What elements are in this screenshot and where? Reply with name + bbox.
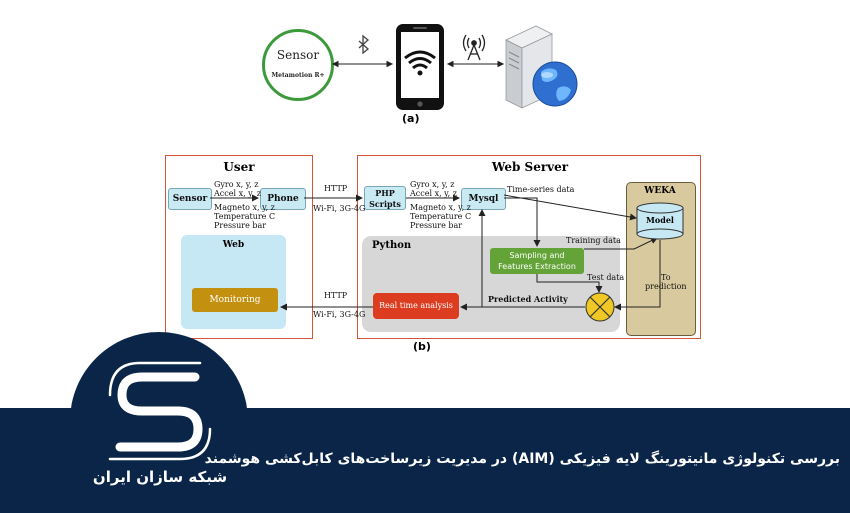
web-panel [181, 235, 286, 329]
http-top-label: HTTP [324, 184, 348, 193]
user-title: User [223, 160, 255, 174]
to-prediction-line-2: prediction [645, 282, 687, 291]
predicted-activity-label: Predicted Activity [488, 294, 568, 304]
user-measure-temperature: Temperature C [214, 212, 276, 221]
logo-disk [70, 332, 248, 510]
test-data-label: Test data [587, 273, 625, 282]
model-cylinder [636, 202, 684, 240]
network-top-label: Wi-Fi, 3G-4G [313, 204, 366, 213]
part-a-graphics [331, 24, 578, 110]
sampling-line-2: Features Extraction [498, 262, 576, 271]
server-measure-gyro: Gyro x, y, z [410, 180, 455, 189]
globe-icon [532, 61, 578, 107]
sampling-line-1: Sampling and [509, 251, 565, 260]
smartphone-wifi-icon [396, 24, 444, 110]
sensor-phone-arrow [331, 60, 394, 68]
server-measure-pressure: Pressure bar [410, 221, 463, 230]
sensor-title: Sensor [276, 48, 320, 62]
banner-title: بررسی تکنولوژی مانیتورینگ لایه فیزیکی (A… [204, 451, 840, 467]
phone-server-arrow [446, 60, 505, 68]
part-b-graphics [210, 194, 684, 322]
web-title: Web [222, 240, 245, 250]
server-measures: Gyro x, y, z Accel x, y, z Magneto x, y,… [410, 180, 471, 230]
phone-node: Phone [260, 188, 306, 210]
part-b-label: (b) [413, 340, 431, 353]
http-bottom-label: HTTP [324, 291, 348, 300]
sensor-circle [262, 29, 334, 101]
antenna-icon [462, 34, 486, 61]
part-a-label: (a) [402, 112, 420, 125]
sampling-features-box: Sampling and Features Extraction [490, 248, 584, 274]
to-prediction-label: To prediction [645, 273, 687, 291]
user-measure-gyro: Gyro x, y, z [214, 180, 259, 189]
sensor-node: Sensor [168, 188, 212, 210]
user-measures: Gyro x, y, z Accel x, y, z Magneto x, y,… [214, 180, 275, 230]
user-measure-magneto: Magneto x, y, z [214, 203, 275, 212]
combiner-icon [585, 292, 615, 322]
training-data-label: Training data [566, 236, 621, 245]
web-server-title: Web Server [491, 160, 569, 174]
logo-s-icon [108, 361, 212, 461]
bluetooth-icon [358, 34, 370, 55]
php-scripts-node: PHP Scripts [364, 186, 406, 210]
realtime-analysis-box: Real time analysis [373, 293, 459, 319]
sensor-subtitle: Metamotion R+ [271, 72, 325, 79]
server-measure-temperature: Temperature C [410, 212, 472, 221]
python-title: Python [372, 240, 412, 251]
php-line-2: Scripts [369, 199, 401, 209]
user-measure-pressure: Pressure bar [214, 221, 267, 230]
model-label: Model [646, 215, 674, 225]
to-prediction-line-1: To [661, 273, 671, 282]
time-series-label: Time-series data [507, 185, 575, 194]
weka-title: WEKA [644, 186, 676, 196]
server-measure-magneto: Magneto x, y, z [410, 203, 471, 212]
user-measure-accel: Accel x, y, z [214, 189, 261, 198]
monitoring-box: Monitoring [192, 288, 278, 312]
logo-text: شبکه سازان ایران [92, 468, 228, 486]
server-measure-accel: Accel x, y, z [410, 189, 457, 198]
php-line-1: PHP [375, 188, 395, 198]
network-bottom-label: Wi-Fi, 3G-4G [313, 310, 366, 319]
